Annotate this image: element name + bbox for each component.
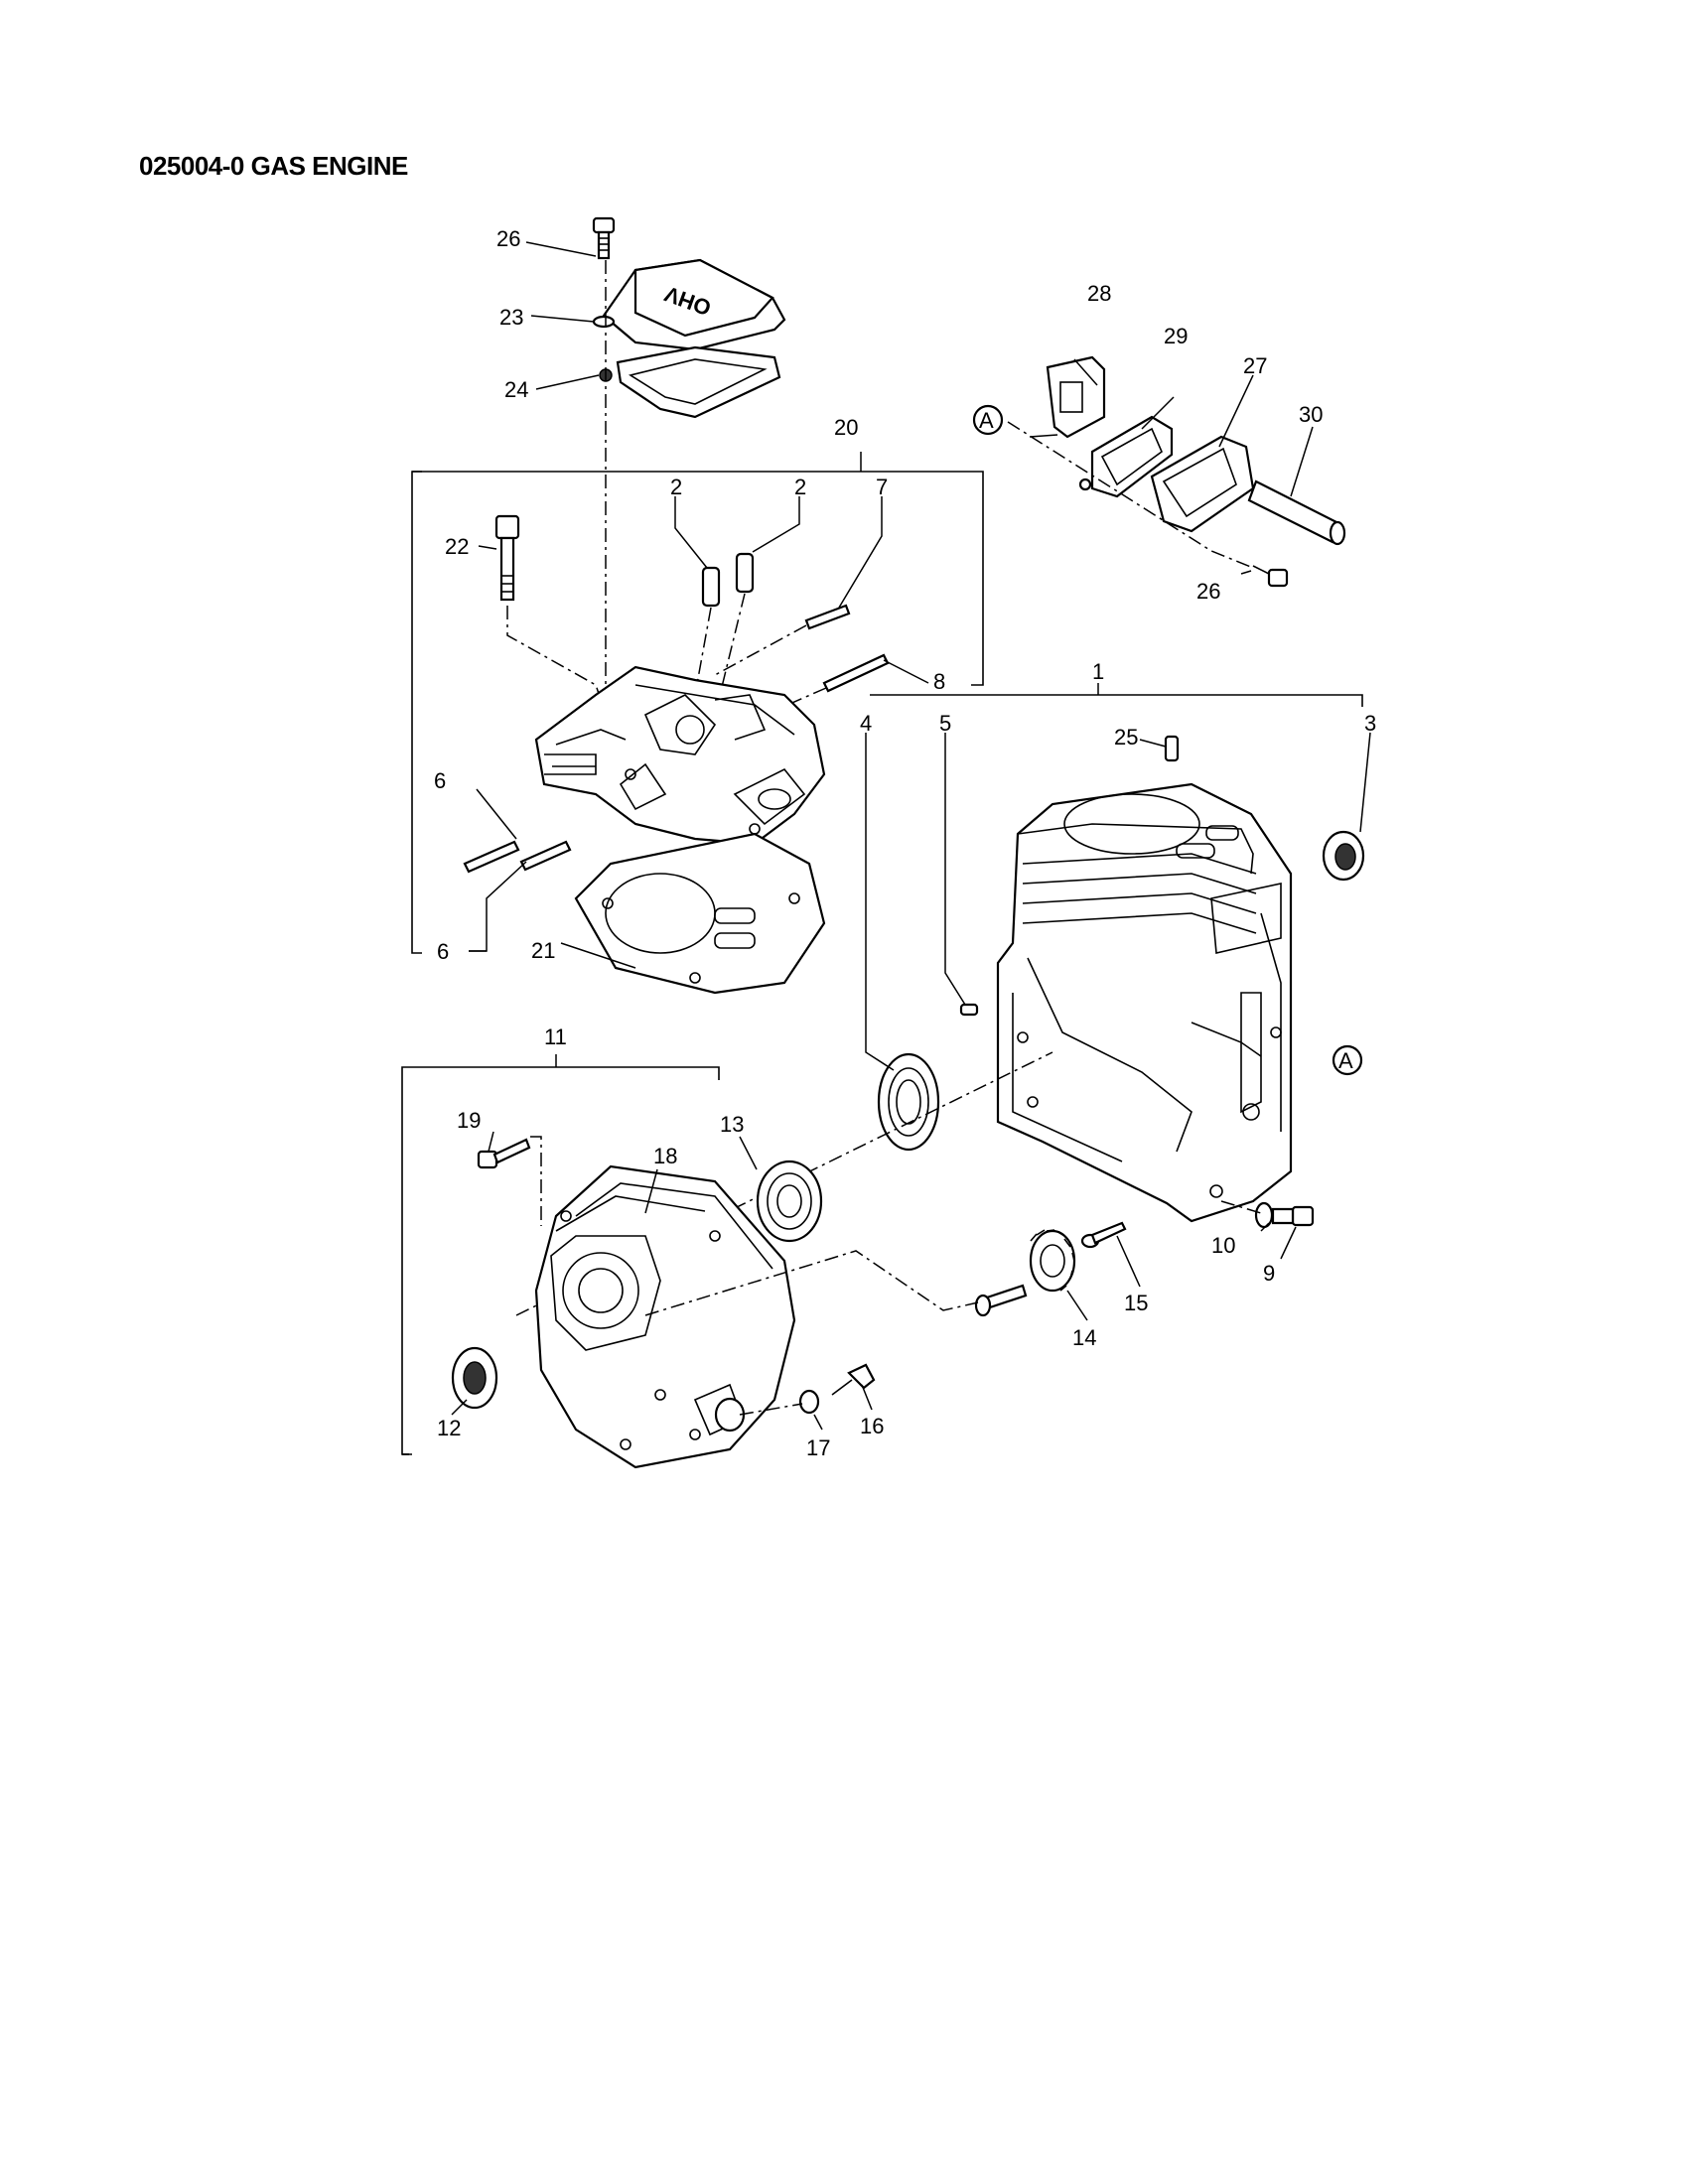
callout-16: 16 [860, 1414, 884, 1438]
callout-24: 24 [504, 377, 528, 402]
diagram-title: 025004-0 GAS ENGINE [139, 151, 408, 181]
callout-8: 8 [933, 669, 945, 694]
callout-26-right: 26 [1196, 579, 1220, 604]
stud-6-lower [519, 840, 572, 872]
cylinder-head [534, 665, 826, 846]
callout-18: 18 [653, 1144, 677, 1168]
governor-gear [1029, 1229, 1076, 1293]
callout-14: 14 [1072, 1325, 1096, 1350]
callout-6-lower: 6 [437, 939, 449, 964]
callout-12: 12 [437, 1416, 461, 1440]
dowel-pin-5 [959, 1003, 979, 1017]
cover-bolt [592, 216, 616, 260]
callout-17: 17 [806, 1435, 830, 1460]
reference-marker-a-lower: A [1332, 1044, 1363, 1076]
oil-seal-3 [1322, 830, 1365, 882]
callout-9: 9 [1263, 1261, 1275, 1286]
callout-2-left: 2 [670, 475, 682, 499]
head-bolt [494, 514, 520, 602]
callout-labels: 26 23 24 20 2 2 7 22 8 1 4 5 3 25 6 6 21… [434, 226, 1376, 1460]
cover-bolt-19 [477, 1138, 531, 1169]
crankcase [996, 782, 1293, 1223]
reference-marker-a-upper: A [972, 404, 1004, 436]
ball-bearing-13 [756, 1160, 823, 1243]
callout-13: 13 [720, 1112, 744, 1137]
dipstick-oring [798, 1389, 820, 1415]
drain-washer [1254, 1201, 1274, 1229]
callout-11: 11 [544, 1024, 567, 1049]
ref-a-upper-label: A [979, 408, 994, 433]
callout-26-top: 26 [496, 226, 520, 251]
callout-7: 7 [876, 475, 888, 499]
stud-bolt-7 [804, 604, 851, 630]
ref-a-lower-label: A [1338, 1048, 1353, 1073]
leader-lines [451, 241, 1371, 1431]
crankcase-cover [534, 1164, 796, 1469]
callout-20: 20 [834, 415, 858, 440]
callout-5: 5 [939, 711, 951, 736]
callout-30: 30 [1299, 402, 1323, 427]
callout-21: 21 [531, 938, 555, 963]
callout-23: 23 [499, 305, 523, 330]
head-gasket [574, 832, 826, 995]
cover-gasket [616, 345, 781, 419]
cover-washer [592, 315, 616, 329]
callout-6-upper: 6 [434, 768, 446, 793]
callout-27: 27 [1243, 353, 1267, 378]
callout-10: 10 [1211, 1233, 1235, 1258]
drain-plug [1271, 1205, 1315, 1227]
valve-guide-left [701, 566, 721, 608]
stud-bolt-8 [822, 653, 890, 693]
callout-3: 3 [1364, 711, 1376, 736]
callout-4: 4 [860, 711, 872, 736]
breather-plate [1046, 355, 1106, 439]
callout-19: 19 [457, 1108, 481, 1133]
governor-shaft [974, 1284, 1028, 1317]
bracket-20-left [411, 471, 422, 954]
breather-tube [1247, 479, 1346, 546]
oil-seal-12 [451, 1346, 498, 1410]
stud-6-upper [463, 840, 520, 874]
dowel-pin [1164, 735, 1180, 762]
callout-29: 29 [1164, 324, 1188, 348]
bracket-1 [870, 694, 1363, 707]
governor-pin [1080, 1221, 1127, 1249]
breather-group [1007, 355, 1346, 588]
crankcase-group [515, 735, 1365, 1316]
oil-dipstick [831, 1363, 876, 1396]
callout-22: 22 [445, 534, 469, 559]
callout-1: 1 [1092, 659, 1104, 684]
callout-2-right: 2 [794, 475, 806, 499]
valve-guide-right [735, 552, 755, 594]
valve-cover-group: OHV [592, 216, 786, 715]
breather-bolt [1252, 565, 1289, 588]
valve-cover: OHV [602, 258, 786, 351]
ball-bearing-4 [877, 1052, 940, 1152]
bracket-20-top [412, 471, 984, 686]
cylinder-head-group [463, 514, 890, 995]
crankcase-cover-group [451, 1136, 1127, 1469]
callout-15: 15 [1124, 1291, 1148, 1315]
callout-25: 25 [1114, 725, 1138, 750]
callout-28: 28 [1087, 281, 1111, 306]
